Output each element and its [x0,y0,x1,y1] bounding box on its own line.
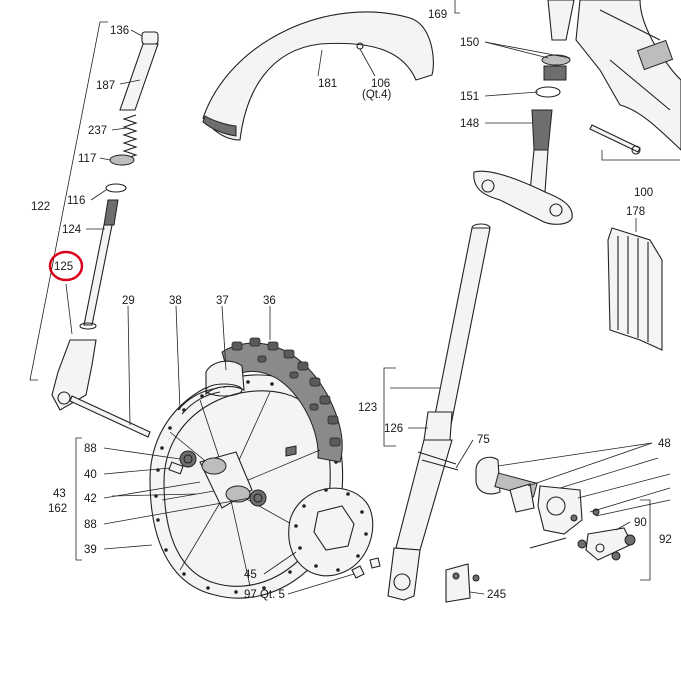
front-wheel [149,337,381,599]
label-169: 169 [428,9,447,21]
label-106-qty: (Qt.4) [362,89,392,101]
part-fork-slider [395,439,453,551]
callout-labels: 136 187 237 117 116 122 124 125 29 38 37… [31,9,672,601]
steering-stem-assembly [454,0,681,225]
part-124-cartridge [103,199,119,226]
label-88-bottom: 88 [84,519,97,531]
part-36-tire [221,342,343,463]
part-181-fender [202,11,434,141]
label-29: 29 [122,295,135,307]
part-117-washer [109,154,135,166]
right-fork-assembly [383,223,491,601]
label-117: 117 [78,153,96,165]
label-45: 45 [244,569,257,581]
part-100-bolt [589,124,641,153]
label-178: 178 [626,206,645,218]
label-125: 125 [54,261,73,273]
part-126-seal [423,411,453,441]
label-39: 39 [84,544,97,556]
part-178-radiator-guard [607,218,663,351]
part-90-bracket [585,527,633,561]
part-151-seal [535,86,561,98]
front-fender [202,11,434,141]
label-123: 123 [358,402,377,414]
label-124: 124 [62,224,82,236]
label-36: 36 [263,295,276,307]
label-48: 48 [658,438,671,450]
part-237-spring [122,114,138,160]
part-38-rim-tape [177,387,219,411]
label-245: 245 [487,589,506,601]
part-169-stem [547,0,575,41]
part-29-axle [69,395,151,438]
part-88-bearing-right [249,489,267,507]
label-88-top: 88 [84,443,97,455]
label-148: 148 [460,118,479,130]
label-151: 151 [460,91,479,103]
part-48-pad-shim [475,456,501,495]
label-162: 162 [48,503,67,515]
label-38: 38 [169,295,182,307]
label-116: 116 [67,195,85,207]
label-75: 75 [477,434,490,446]
part-123-fork-tube [431,227,491,431]
part-40-spacer [168,461,184,475]
leaders-left [65,29,143,426]
part-245-bracket [445,563,471,603]
part-88-bearing-left [179,450,197,468]
label-136: 136 [110,25,129,37]
label-37: 37 [216,295,229,307]
bracket-43-162 [75,437,82,561]
left-fork-assembly [29,21,159,438]
label-150: 150 [460,37,479,49]
label-42: 42 [84,493,97,505]
leaders-wheel [103,305,355,595]
part-75-clamp [417,451,459,471]
label-126: 126 [384,423,403,435]
highlight-circle-125 [48,250,84,282]
part-150-bearing [541,54,571,66]
label-237: 237 [88,125,107,137]
label-92: 92 [659,534,672,546]
part-116-ring [105,183,127,193]
bracket-122 [29,21,108,381]
part-caliper-body [537,485,583,535]
brake-caliper-assembly [445,442,671,603]
part-37-tube [205,360,245,396]
bracket-92 [640,499,651,581]
label-100: 100 [634,187,653,199]
label-97-qty: 97 Qt. 5 [244,589,285,601]
label-90: 90 [634,517,647,529]
label-106: 106 [371,78,390,90]
part-125-rod [83,224,113,326]
part-187-tube [119,43,159,111]
part-97-disc-bolt [351,565,365,579]
part-148-stem-shaft [531,109,553,151]
footpeg [636,39,674,71]
label-40: 40 [84,469,97,481]
part-triple-clamp [473,170,573,225]
label-187: 187 [96,80,115,92]
part-136-cap [141,31,159,45]
part-45-brake-disc [288,487,374,577]
label-181: 181 [318,78,337,90]
label-43: 43 [53,488,66,500]
label-122: 122 [31,201,50,213]
